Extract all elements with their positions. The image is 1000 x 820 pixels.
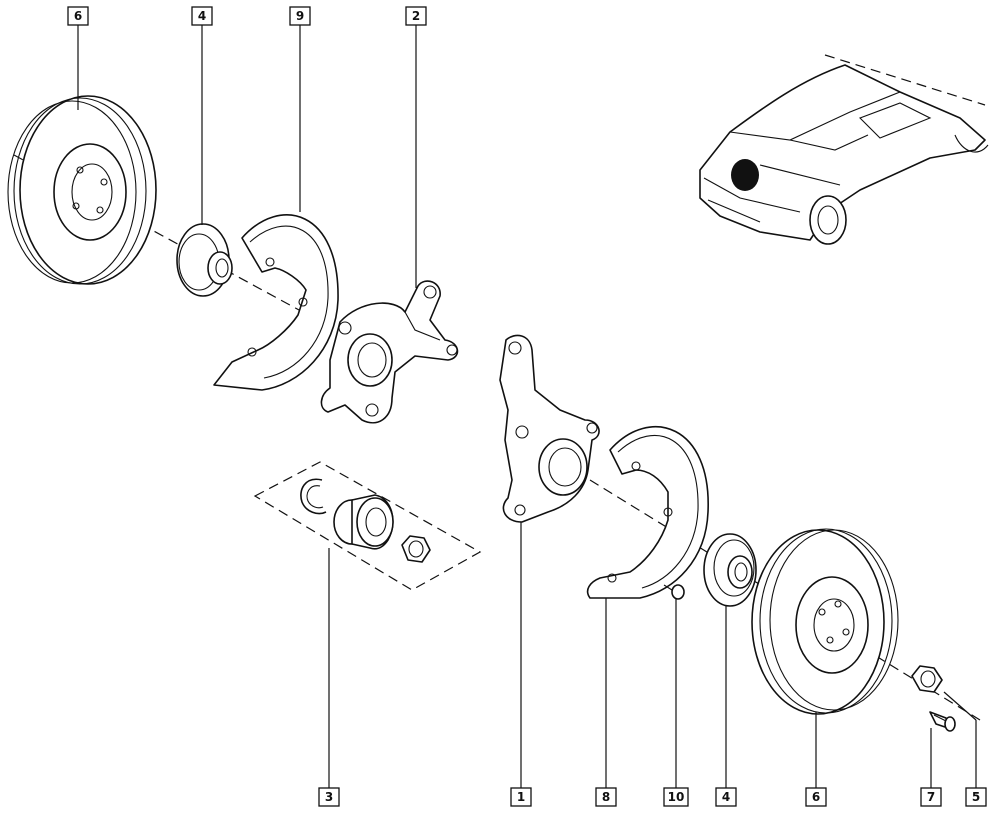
svg-text:5: 5 [972, 790, 980, 804]
dust-shield-icon-right [586, 425, 709, 599]
brake-disc-icon-right [751, 528, 899, 715]
svg-text:7: 7 [927, 790, 935, 804]
callout-top-9: 9 [289, 6, 311, 26]
svg-text:6: 6 [74, 9, 82, 23]
callout-bottom-10: 10 [663, 787, 689, 807]
svg-text:10: 10 [668, 790, 685, 804]
svg-text:2: 2 [412, 9, 420, 23]
callout-bottom-8: 8 [595, 787, 617, 807]
steering-knuckle-icon-right [499, 334, 600, 523]
bearing-kit-icon [253, 461, 482, 591]
callout-bottom-1: 1 [510, 787, 532, 807]
svg-text:8: 8 [602, 790, 610, 804]
screw-icon [663, 584, 685, 600]
svg-text:4: 4 [722, 790, 730, 804]
callout-bottom-3: 3 [318, 787, 340, 807]
wheel-hub-icon-right [703, 533, 757, 607]
vehicle-icon [699, 64, 989, 245]
steering-knuckle-icon-left [320, 280, 459, 424]
callout-bottom-5: 5 [965, 787, 987, 807]
callout-bottom-7: 7 [920, 787, 942, 807]
brake-disc-icon-left [7, 95, 157, 285]
callout-top-2: 2 [405, 6, 427, 26]
svg-text:1: 1 [517, 790, 525, 804]
leader-lines [77, 25, 977, 788]
callout-top-4: 4 [191, 6, 213, 26]
svg-text:9: 9 [296, 9, 304, 23]
circlip-icon [300, 478, 327, 515]
dust-shield-icon-left [213, 214, 339, 391]
bolt-icon [929, 711, 956, 732]
hub-nut-icon-kit [401, 535, 431, 563]
hub-nut-icon [911, 665, 943, 693]
svg-text:4: 4 [198, 9, 206, 23]
bearing-icon [333, 494, 394, 550]
wheel-hub-icon-left [176, 223, 233, 297]
callout-bottom-6: 6 [805, 787, 827, 807]
svg-text:3: 3 [325, 790, 333, 804]
svg-text:6: 6 [812, 790, 820, 804]
callout-top-6: 6 [67, 6, 89, 26]
callout-bottom-4: 4 [715, 787, 737, 807]
